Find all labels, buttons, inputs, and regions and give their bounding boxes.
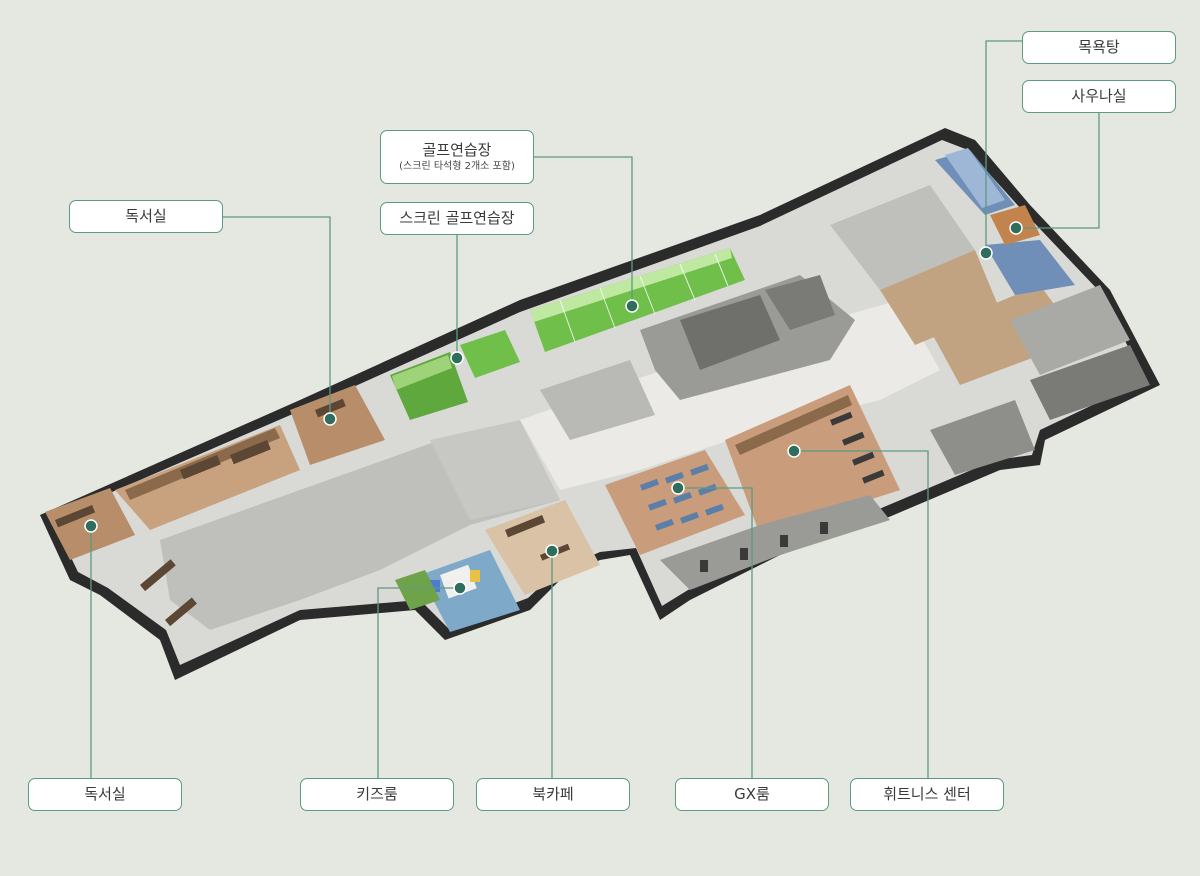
gym-equipment-floor: [660, 495, 890, 590]
marker-fitness-center: [787, 444, 801, 458]
label-fitness-center: 휘트니스 센터: [850, 778, 1004, 811]
marker-reading-room-top: [323, 412, 337, 426]
label-screen-golf: 스크린 골프연습장: [380, 202, 534, 235]
locker-area: [830, 185, 1130, 385]
label-sauna-text: 사우나실: [1071, 86, 1127, 105]
marker-dots: [84, 221, 1023, 595]
label-bath-text: 목욕탕: [1078, 37, 1120, 56]
gx-room-area: [605, 450, 745, 555]
service-rooms: [540, 360, 655, 440]
label-reading-room-bottom-text: 독서실: [84, 784, 126, 803]
marker-book-cafe: [545, 544, 559, 558]
label-kids-room-text: 키즈룸: [356, 784, 398, 803]
label-gx-room: GX룸: [675, 778, 829, 811]
label-golf-range-text: 골프연습장: [422, 140, 492, 159]
label-bath: 목욕탕: [1022, 31, 1176, 64]
label-book-cafe: 북카페: [476, 778, 630, 811]
golf-range-area: [530, 248, 745, 352]
marker-reading-room-bottom: [84, 519, 98, 533]
label-gx-room-text: GX룸: [734, 784, 770, 803]
marker-screen-golf: [450, 351, 464, 365]
label-golf-range: 골프연습장 (스크린 타석형 2개소 포함): [380, 130, 534, 184]
right-lower-rooms: [930, 345, 1150, 475]
leader-lines: [90, 40, 1100, 778]
marker-gx-room: [671, 481, 685, 495]
marker-golf-range: [625, 299, 639, 313]
label-fitness-center-text: 휘트니스 센터: [883, 784, 971, 803]
marker-bath: [979, 246, 993, 260]
screen-golf-area: [390, 330, 520, 420]
stair-core: [640, 275, 855, 400]
label-golf-range-note: (스크린 타석형 2개소 포함): [399, 160, 515, 172]
label-book-cafe-text: 북카페: [532, 784, 574, 803]
book-cafe-area: [485, 500, 600, 595]
kids-room-area: [395, 550, 520, 632]
label-reading-room-top: 독서실: [69, 200, 223, 233]
label-reading-room-bottom: 독서실: [28, 778, 182, 811]
label-reading-room-top-text: 독서실: [125, 206, 167, 225]
reading-room-area: [115, 385, 385, 530]
bath-sauna-area: [935, 148, 1075, 295]
marker-kids-room: [453, 581, 467, 595]
label-sauna: 사우나실: [1022, 80, 1176, 113]
marker-sauna: [1009, 221, 1023, 235]
label-kids-room: 키즈룸: [300, 778, 454, 811]
label-screen-golf-text: 스크린 골프연습장: [399, 208, 515, 227]
fitness-center-area: [725, 385, 900, 535]
